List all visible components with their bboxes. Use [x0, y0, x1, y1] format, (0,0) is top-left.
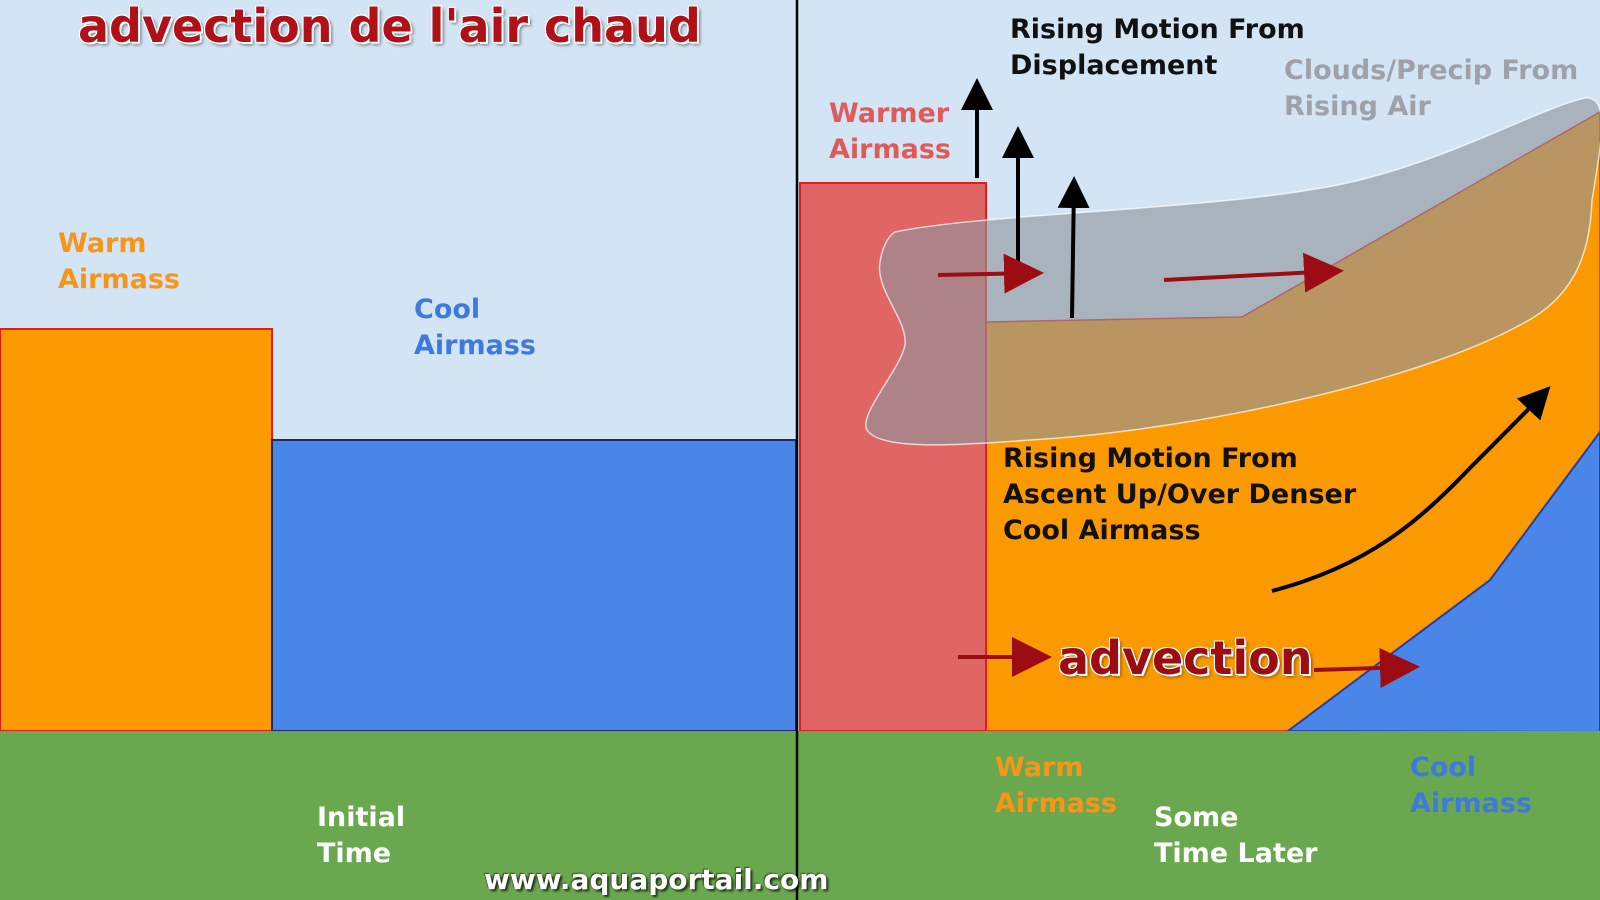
left-cool-airmass: [271, 439, 797, 732]
some-time-later-label: Some Time Later: [1154, 802, 1318, 869]
displacement-label: Rising Motion From Displacement: [1010, 14, 1305, 81]
advection-label: advection: [1058, 631, 1313, 685]
right-cool-label: Cool Airmass: [1410, 752, 1532, 819]
left-cool-label: Cool Airmass: [414, 294, 536, 361]
ground: [0, 731, 1600, 900]
ascent-label: Rising Motion From Ascent Up/Over Denser…: [1003, 443, 1357, 546]
watermark: www.aquaportail.com: [484, 863, 829, 896]
clouds-precip-label: Clouds/Precip From Rising Air: [1284, 55, 1579, 122]
advection-arrow-upper-1: [937, 253, 1044, 294]
left-warm-label: Warm Airmass: [58, 228, 180, 295]
cloud-precip-area: [865, 97, 1600, 446]
rising-arrow-3: [1057, 176, 1090, 319]
page-title: advection de l'air chaud: [78, 0, 701, 53]
advection-arrow-lower-2: [1313, 647, 1420, 688]
ascent-arrow: [1271, 386, 1551, 593]
initial-time-label: Initial Time: [317, 802, 406, 869]
warmer-airmass-label: Warmer Airmass: [829, 98, 951, 165]
right-warm-label: Warm Airmass: [995, 752, 1117, 819]
advection-arrow-upper-2: [1163, 252, 1344, 293]
left-warm-airmass: [0, 328, 273, 732]
